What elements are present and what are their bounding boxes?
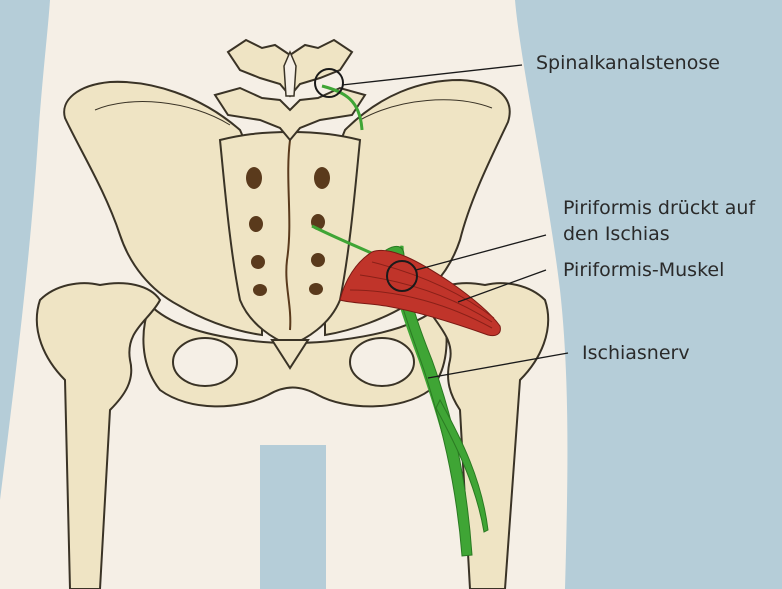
- label-spinalkanalstenose: Spinalkanalstenose: [536, 51, 720, 75]
- left-obturator-foramen: [173, 338, 237, 386]
- label-piriformis-muscle: Piriformis-Muskel: [563, 258, 724, 282]
- sacral-foramen-l4: [253, 284, 267, 296]
- label-piriformis-presses-line1: Piriformis drückt auf: [563, 196, 755, 220]
- sacral-foramen-r4: [309, 283, 323, 295]
- sacral-foramen-r3: [311, 253, 325, 267]
- sacral-foramen-l1: [246, 167, 262, 189]
- label-piriformis-presses-line2: den Ischias: [563, 222, 670, 246]
- sacral-foramen-l2: [249, 216, 263, 232]
- right-obturator-foramen: [350, 338, 414, 386]
- sacral-foramen-r1: [314, 167, 330, 189]
- sacral-foramen-l3: [251, 255, 265, 269]
- label-ischiasnerv: Ischiasnerv: [582, 341, 690, 365]
